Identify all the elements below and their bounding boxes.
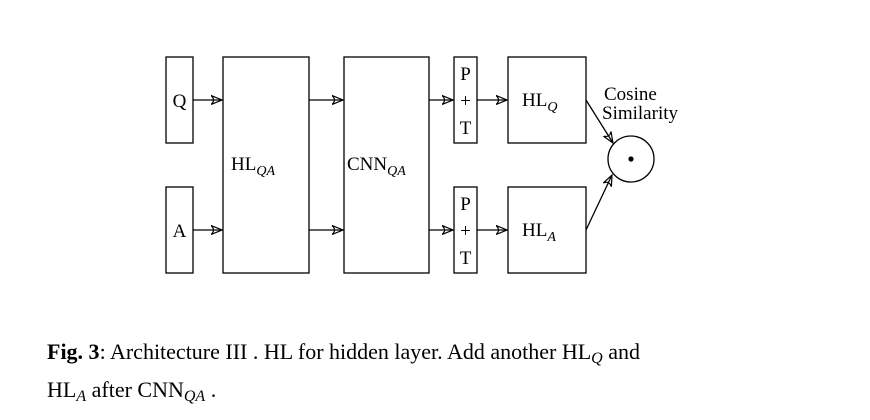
pt-top-plus: +	[460, 91, 471, 112]
caption-hl-a-sub: A	[76, 388, 87, 405]
hl-a-box	[507, 186, 587, 274]
pt-top-t: T	[460, 118, 472, 139]
hl-q-label: HLQ	[522, 90, 557, 115]
q-input-box	[165, 56, 194, 144]
caption-end: .	[205, 377, 217, 402]
edge-hlq-to-cosine	[585, 99, 613, 143]
hl-a-label: HLA	[522, 220, 556, 245]
hl-qa-label: HLQA	[231, 154, 275, 179]
caption-after: after	[86, 377, 138, 402]
caption-hl-q-sub: Q	[591, 350, 603, 367]
dot-product-icon	[628, 156, 634, 162]
caption-hl-a: HL	[47, 377, 77, 402]
cosine-label: Cosine	[604, 84, 657, 105]
caption-cnn-sub: QA	[183, 388, 206, 405]
caption-hl-q: HL	[561, 339, 592, 364]
figure-number: Fig. 3	[47, 339, 100, 364]
pt-bottom-t: T	[460, 248, 472, 269]
pt-top-p: P	[460, 64, 471, 85]
hl-qa-box	[222, 56, 310, 274]
q-label: Q	[173, 91, 187, 112]
caption-cnn: CNN	[137, 377, 184, 402]
edge-hla-to-cosine	[585, 175, 612, 231]
figure-caption: Fig. 3: Architecture III . HL for hidden…	[47, 336, 847, 412]
pt-bottom-p: P	[460, 194, 471, 215]
cnn-qa-label: CNNQA	[347, 154, 406, 179]
a-input-box	[165, 186, 194, 274]
architecture-diagram: Q A HLQA CNNQA P + T P + T HLQ HLA Cosin…	[165, 56, 679, 274]
a-label: A	[173, 221, 187, 242]
caption-and: and	[602, 339, 640, 364]
similarity-label: Similarity	[602, 103, 679, 124]
caption-text-1: : Architecture III . HL for hidden layer…	[99, 339, 562, 364]
pt-bottom-plus: +	[460, 221, 471, 242]
cnn-qa-box	[343, 56, 430, 274]
